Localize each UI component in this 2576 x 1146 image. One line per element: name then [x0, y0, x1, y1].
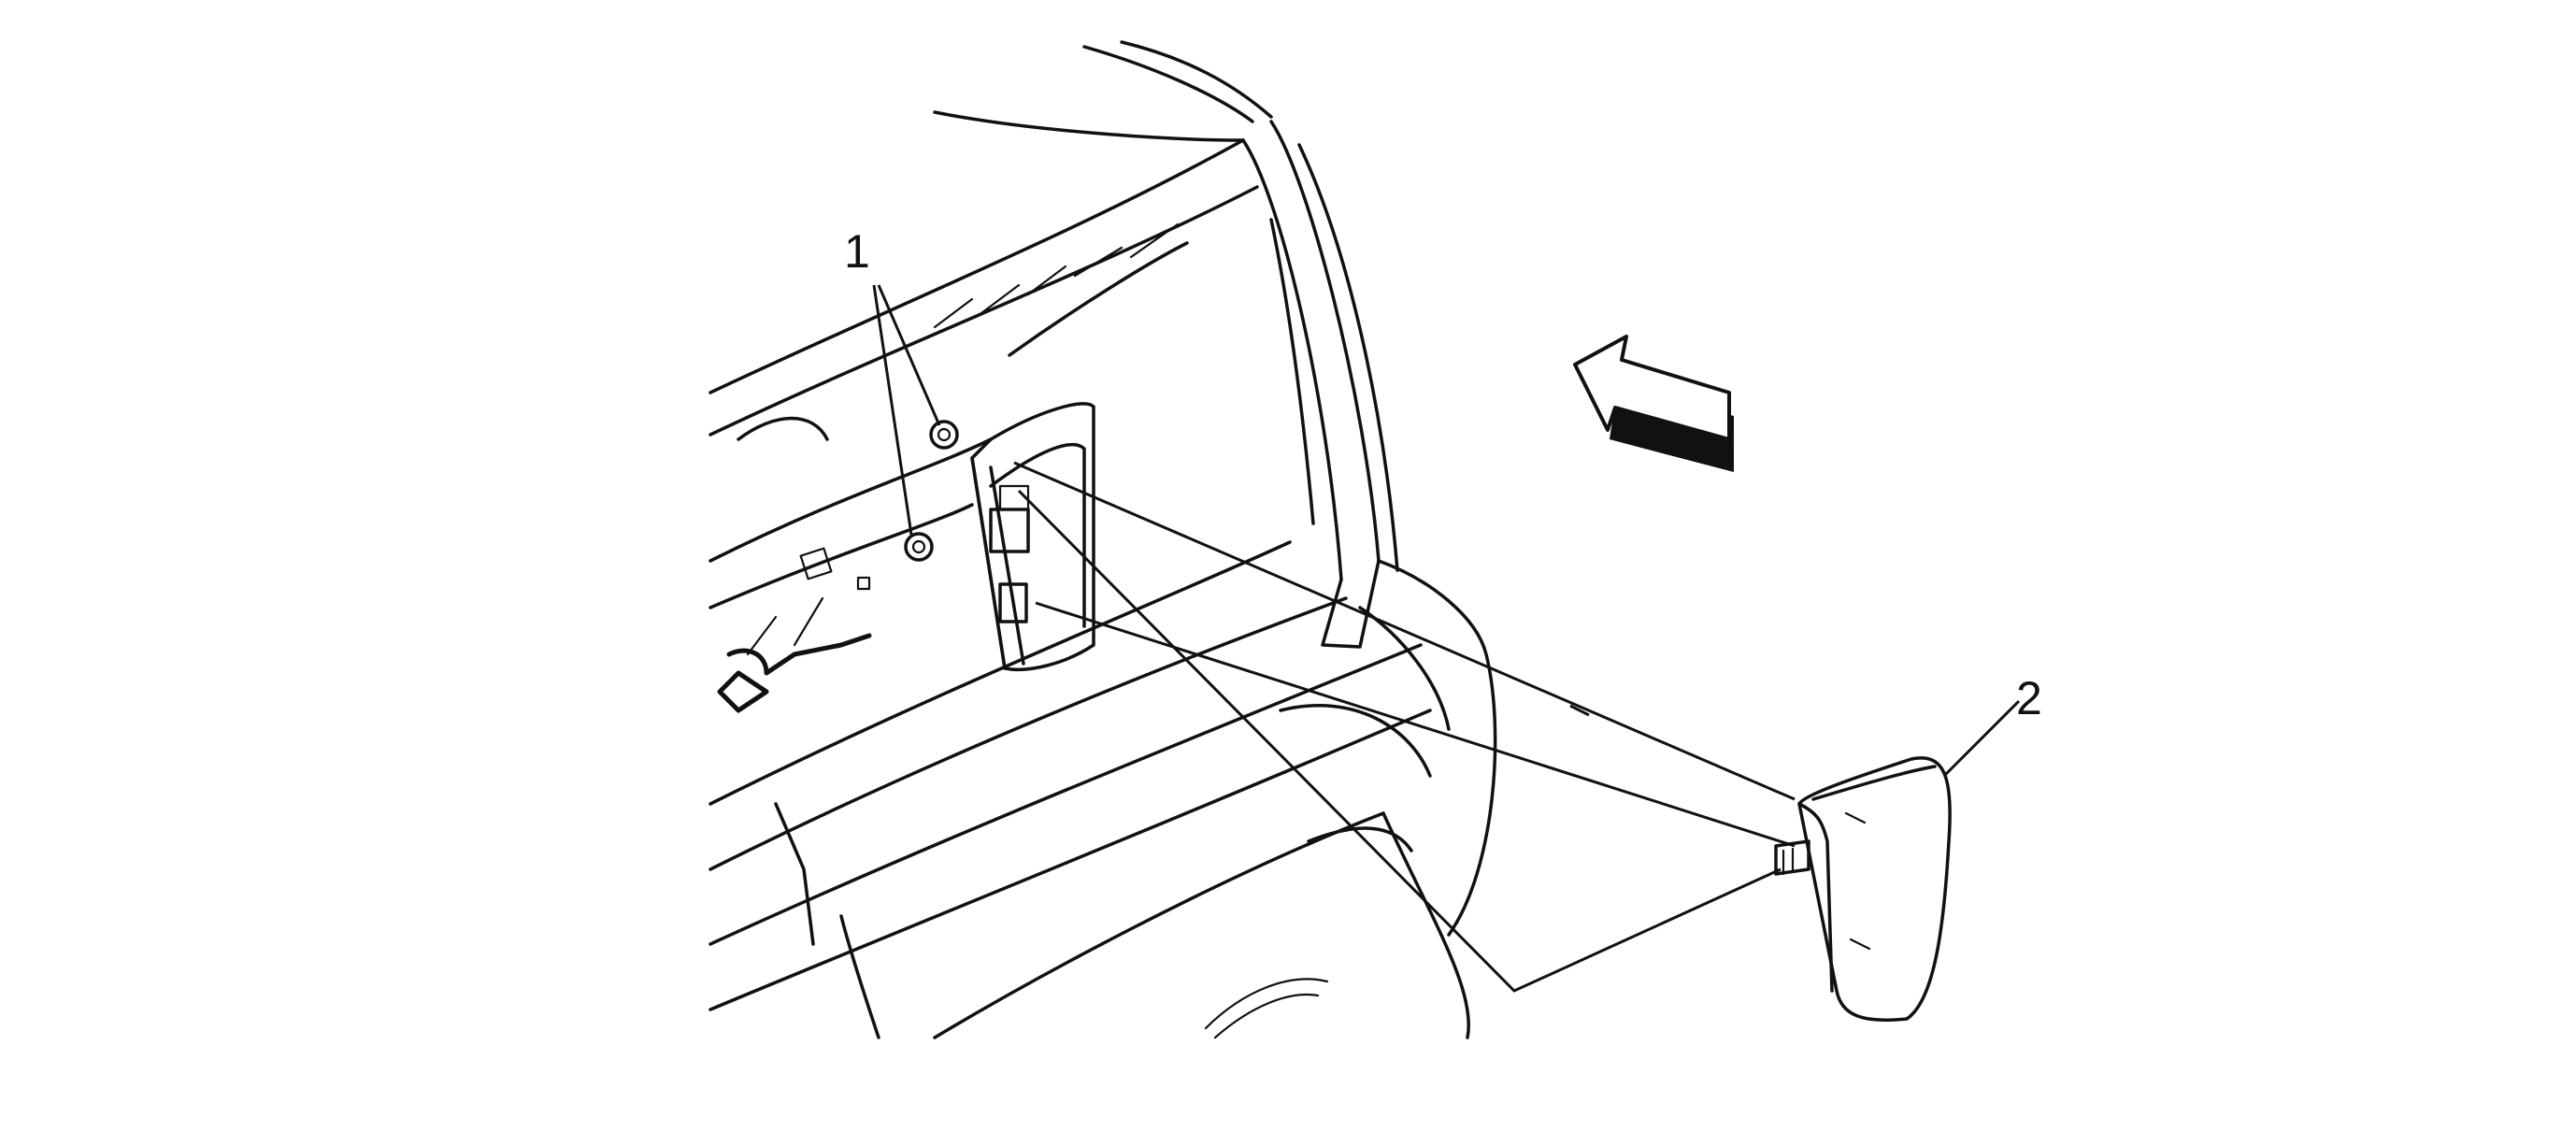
alignment-lines — [1013, 461, 1796, 993]
vehicle-rear-body — [708, 40, 1497, 1039]
nut-upper — [929, 420, 959, 450]
tail-lamp-assembly — [1774, 756, 1952, 1022]
callout-2-leader — [1942, 699, 2021, 778]
callout-label-2: 2 — [2016, 672, 2042, 724]
nut-lower — [904, 532, 934, 562]
view-direction-arrow — [1573, 335, 1734, 472]
callout-label-1: 1 — [844, 225, 870, 278]
callout-1-leaders — [872, 284, 941, 536]
